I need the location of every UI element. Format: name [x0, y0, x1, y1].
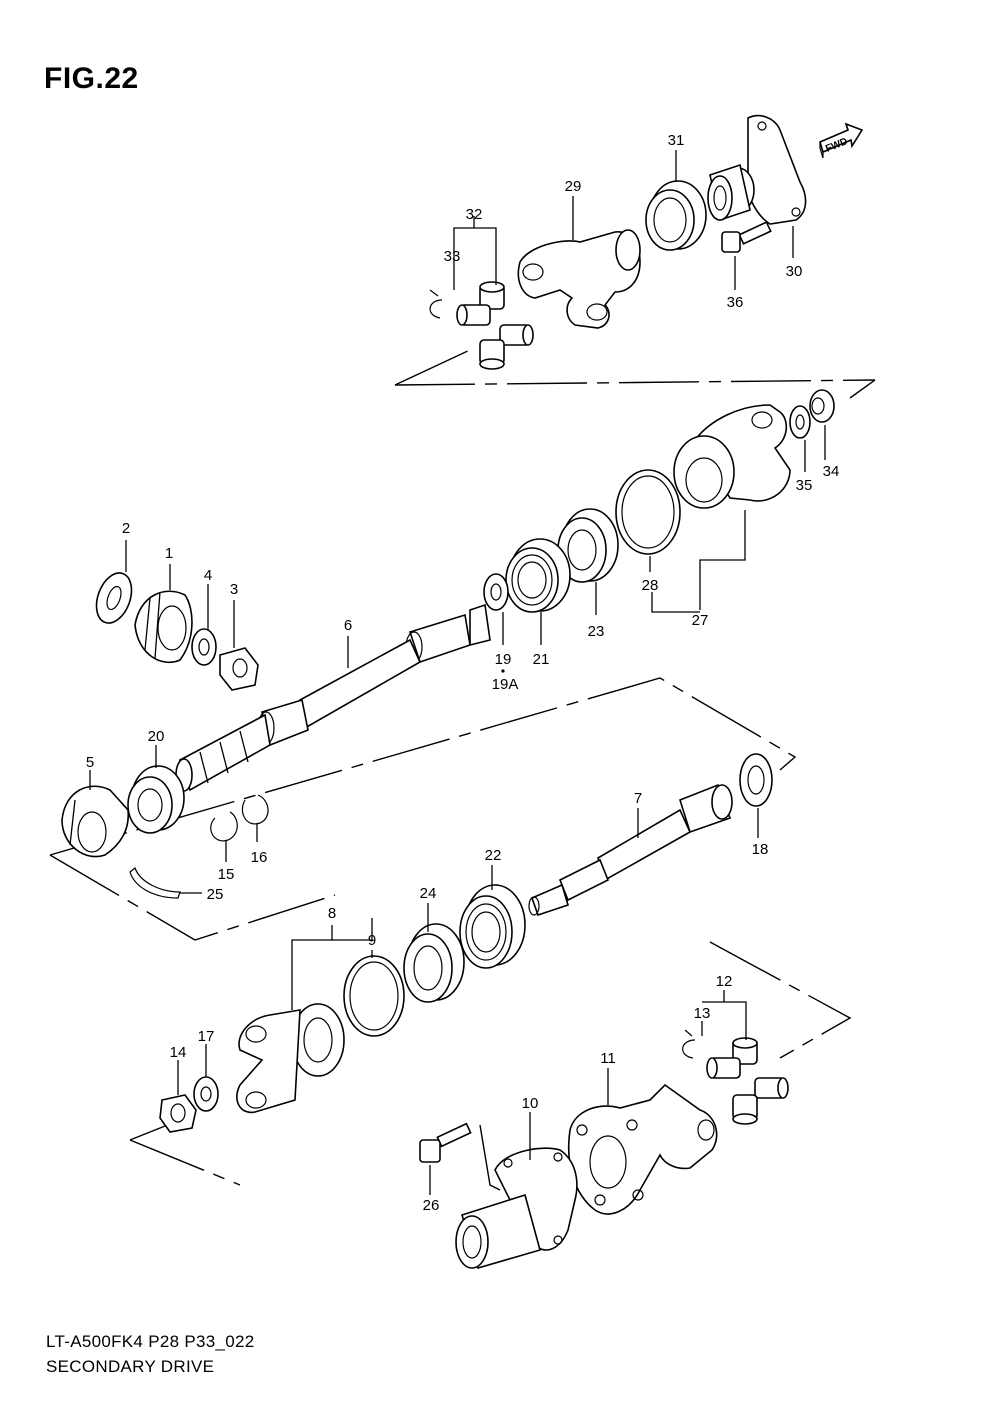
figure-title: FIG.22	[44, 62, 139, 95]
part-32-universal-joint-cross	[456, 281, 534, 370]
part-34-nut	[809, 389, 835, 423]
callout-11: 11	[600, 1050, 616, 1067]
part-16-circlip	[241, 794, 269, 825]
callout-8: 8	[328, 905, 336, 922]
callout-25: 25	[207, 886, 224, 903]
footer-section-title: SECONDARY DRIVE	[46, 1357, 215, 1376]
callout-labels: 1 2 3 4 5 6 7 8 9 10 11 12 13 14 15 16 1…	[86, 132, 840, 1214]
part-1-bevel-gear	[134, 590, 193, 664]
callout-18: 18	[752, 841, 769, 858]
part-19-washer	[483, 573, 509, 611]
callout-20: 20	[148, 728, 165, 745]
part-36-bolt	[721, 221, 772, 253]
callout-35: 35	[796, 477, 813, 494]
part-28-ring	[615, 469, 681, 555]
part-15-circlip	[210, 811, 238, 842]
callout-32: 32	[466, 206, 483, 223]
part-22-bearing	[459, 884, 526, 969]
callout-14: 14	[170, 1044, 187, 1061]
callout-34: 34	[823, 463, 840, 480]
part-3-nut	[219, 647, 259, 691]
callout-15: 15	[218, 866, 235, 883]
assembly-boundary-lines	[49, 349, 876, 1191]
fwd-arrow-icon: FWD	[819, 122, 864, 159]
callout-4: 4	[204, 567, 212, 584]
callout-36: 36	[727, 294, 744, 311]
callout-5: 5	[86, 754, 94, 771]
part-17-washer	[193, 1076, 219, 1112]
part-31-seal	[645, 180, 707, 251]
part-18-thrust-washer	[739, 753, 773, 807]
callout-28: 28	[642, 577, 659, 594]
part-14-nut	[159, 1094, 197, 1133]
part-30-flange	[707, 114, 807, 225]
part-5-bevel-gear	[61, 785, 130, 858]
callout-6: 6	[344, 617, 352, 634]
part-27-coupling-yoke	[673, 404, 791, 509]
callout-29: 29	[565, 178, 582, 195]
part-35-washer	[789, 405, 811, 439]
callout-31: 31	[668, 132, 685, 149]
callout-3: 3	[230, 581, 238, 598]
callout-24: 24	[420, 885, 437, 902]
part-20-needle-bearing	[127, 765, 185, 834]
part-2-washer	[95, 572, 133, 624]
callout-26: 26	[423, 1197, 440, 1214]
callout-7: 7	[634, 790, 642, 807]
part-33-circlip	[429, 289, 443, 319]
callout-19a: 19A	[492, 676, 519, 693]
part-29-yoke	[517, 229, 641, 329]
part-23-oil-seal	[557, 508, 619, 583]
part-13-circlip	[682, 1029, 696, 1059]
callout-27: 27	[692, 612, 709, 629]
callout-1: 1	[165, 545, 173, 562]
callout-19-dot	[501, 669, 505, 673]
footer-model-code: LT-A500FK4 P28 P33_022	[46, 1332, 255, 1351]
part-7-shaft	[528, 783, 733, 917]
part-11-flange-yoke	[567, 1083, 718, 1215]
part-6-shaft	[175, 603, 491, 792]
callout-33: 33	[444, 248, 461, 265]
callout-19: 19	[495, 651, 512, 668]
callout-22: 22	[485, 847, 502, 864]
callout-9: 9	[368, 932, 376, 949]
callout-leaders	[89, 150, 826, 1195]
part-12-universal-joint-cross	[706, 1037, 789, 1125]
callout-21: 21	[533, 651, 550, 668]
part-21-bearing	[505, 538, 571, 613]
callout-23: 23	[588, 623, 605, 640]
callout-13: 13	[694, 1005, 711, 1022]
callout-12: 12	[716, 973, 733, 990]
part-4-washer	[191, 628, 217, 666]
part-24-oil-seal	[403, 923, 465, 1003]
part-8-coupling-yoke	[236, 1003, 345, 1114]
part-26-bolt	[419, 1122, 472, 1163]
callout-10: 10	[522, 1095, 539, 1112]
callout-17: 17	[198, 1028, 215, 1045]
part-25-clip	[129, 867, 181, 899]
callout-30: 30	[786, 263, 803, 280]
callout-16: 16	[251, 849, 268, 866]
callout-2: 2	[122, 520, 130, 537]
part-10-flange	[455, 1147, 578, 1269]
part-9-ring	[343, 955, 405, 1037]
